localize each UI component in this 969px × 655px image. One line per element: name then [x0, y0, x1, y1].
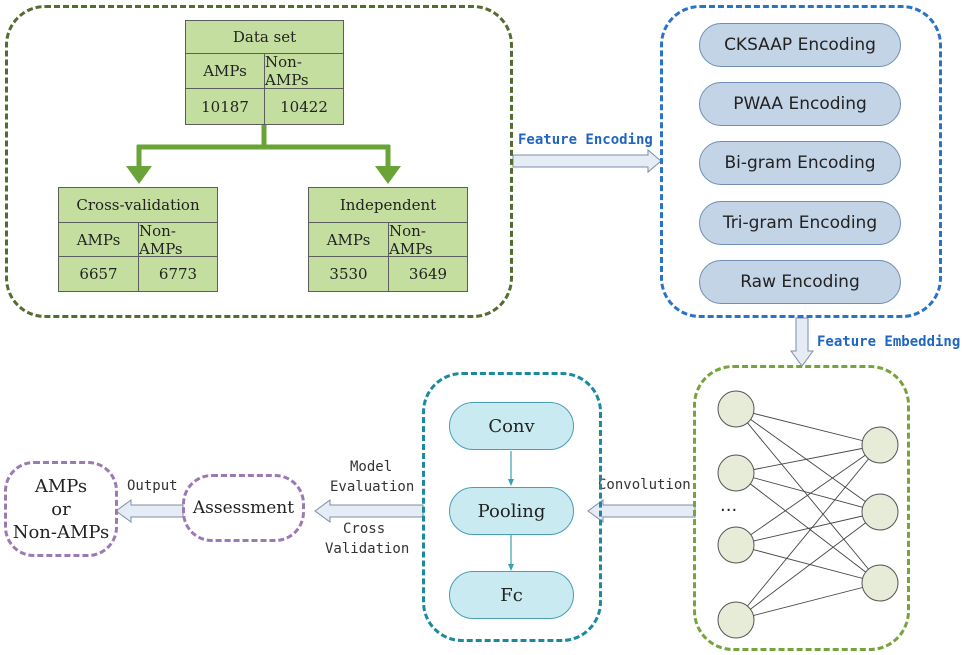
network-edges — [735, 408, 881, 621]
network-edge — [735, 408, 881, 446]
convolution-arrow — [587, 499, 696, 523]
independent-col-nonamps: Non-AMPs — [388, 222, 468, 258]
evaluation-arrow — [314, 499, 424, 523]
network-edge — [735, 408, 881, 584]
independent-val-amps: 3530 — [308, 256, 389, 292]
encoding-raw: Raw Encoding — [699, 260, 901, 304]
independent-col-amps: AMPs — [308, 222, 389, 257]
conv-layer: Conv — [449, 402, 574, 450]
crossval-col-nonamps: Non-AMPs — [138, 222, 218, 258]
network-edge — [735, 472, 881, 584]
dataset-val-amps: 10187 — [185, 88, 265, 125]
cross-validation-label-line2: Validation — [325, 541, 410, 557]
network-edge — [735, 472, 881, 513]
encoding-cksaap: CKSAAP Encoding — [699, 23, 901, 67]
pooling-layer: Pooling — [449, 487, 574, 535]
network-edge — [735, 444, 881, 474]
output-result-or: or — [51, 498, 71, 520]
cnn-flow-arrows — [508, 451, 514, 571]
network-ellipsis: ... — [720, 495, 738, 516]
encoding-group — [660, 5, 942, 318]
output-node — [861, 564, 899, 602]
model-evaluation-label-line1: Model — [350, 459, 393, 475]
output-result-box — [4, 461, 118, 557]
cross-validation-label-line1: Cross — [343, 521, 386, 537]
output-node — [861, 426, 899, 464]
output-result-text: AMPs or Non-AMPs — [4, 461, 118, 557]
network-edge — [735, 511, 881, 546]
network-edge — [735, 444, 881, 621]
embedding-network-group — [693, 365, 910, 651]
fc-layer: Fc — [449, 571, 574, 619]
encoding-pwaa: PWAA Encoding — [699, 82, 901, 126]
input-node — [717, 526, 755, 564]
network-edge — [735, 444, 881, 546]
network-edge — [735, 408, 881, 513]
crossval-val-nonamps: 6773 — [138, 256, 218, 292]
model-evaluation-label-line2: Evaluation — [330, 479, 415, 495]
input-node — [717, 454, 755, 492]
feature-embedding-arrow — [790, 317, 814, 367]
crossval-val-amps: 6657 — [58, 256, 139, 292]
output-arrow — [115, 499, 184, 523]
network-edge — [735, 511, 881, 621]
dataset-title: Data set — [185, 20, 344, 54]
network-edge — [735, 582, 881, 621]
assessment-box — [182, 474, 305, 542]
encoding-trigram: Tri-gram Encoding — [699, 201, 901, 245]
output-node — [861, 493, 899, 531]
crossval-col-amps: AMPs — [58, 222, 139, 257]
output-label: Output — [127, 478, 178, 494]
independent-title: Independent — [308, 187, 468, 223]
encoding-bigram: Bi-gram Encoding — [699, 141, 901, 185]
output-result-nonamps: Non-AMPs — [12, 521, 110, 543]
output-result-amps: AMPs — [34, 475, 88, 497]
dataset-col-nonamps: Non-AMPs — [264, 53, 344, 89]
feature-embedding-label: Feature Embedding — [817, 334, 961, 350]
dataset-col-amps: AMPs — [185, 53, 265, 89]
dataset-split-arrows — [126, 125, 401, 184]
feature-encoding-arrow — [512, 148, 662, 174]
dataset-val-nonamps: 10422 — [264, 88, 344, 125]
dataset-group — [5, 5, 513, 318]
assessment-label: Assessment — [192, 498, 295, 518]
crossval-title: Cross-validation — [58, 187, 218, 223]
cnn-group — [422, 372, 602, 642]
network-edge — [735, 544, 881, 584]
feature-encoding-label: Feature Encoding — [518, 132, 653, 148]
independent-val-nonamps: 3649 — [388, 256, 468, 292]
convolution-label: Convolution — [598, 477, 691, 493]
